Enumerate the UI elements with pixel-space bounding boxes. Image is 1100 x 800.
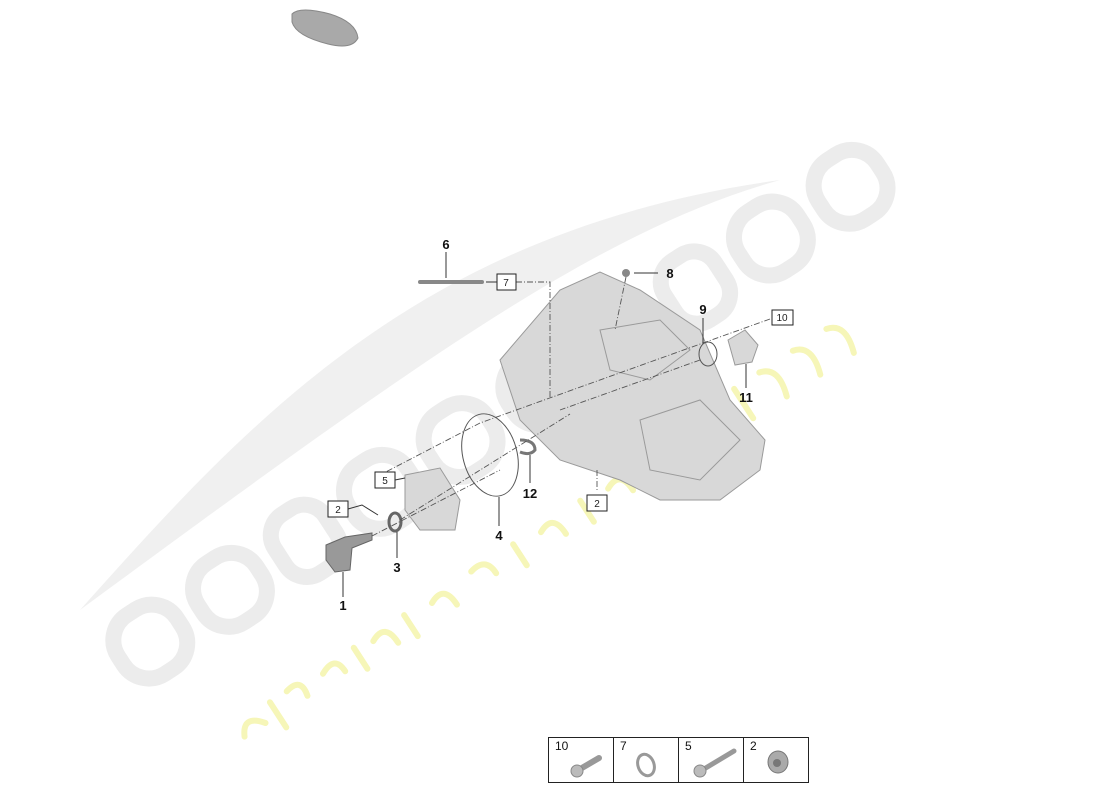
callout-label: 11 <box>739 390 753 405</box>
callout-label: 12 <box>523 486 537 501</box>
torx-bolt-long-icon <box>693 748 737 778</box>
legend-cell-5[interactable]: 5 <box>679 738 744 782</box>
callout-label: 2 <box>335 505 341 516</box>
callout-2-right[interactable]: 2 <box>586 494 608 512</box>
sealing-ring-icon <box>636 752 656 778</box>
part-8-plug <box>622 269 630 277</box>
callout-6[interactable]: 6 <box>442 237 450 278</box>
assembly-lines <box>371 276 771 537</box>
part-3-ring <box>387 511 403 533</box>
fastener-legend-table: 10 7 5 2 <box>548 737 809 783</box>
legend-cell-2[interactable]: 2 <box>744 738 808 782</box>
callout-label: 8 <box>666 266 673 281</box>
part-11-cover <box>727 329 759 366</box>
callout-12[interactable]: 12 <box>523 455 537 501</box>
callout-label: 6 <box>442 237 449 252</box>
callout-label: 5 <box>382 476 388 487</box>
callout-label: 7 <box>503 278 509 289</box>
part-5-cover <box>404 467 461 531</box>
torx-bolt-short-icon <box>570 755 602 778</box>
legend-label: 7 <box>620 739 627 753</box>
callout-8[interactable]: 8 <box>634 266 674 281</box>
legend-label: 10 <box>555 739 569 753</box>
callout-5[interactable]: 5 <box>374 471 406 489</box>
callout-10[interactable]: 10 <box>771 309 794 326</box>
callout-4[interactable]: 4 <box>495 497 503 543</box>
part-9-oring <box>698 341 718 367</box>
legend-cell-7[interactable]: 7 <box>614 738 679 782</box>
callout-label: 1 <box>339 598 346 613</box>
legend-cell-10[interactable]: 10 <box>549 738 614 782</box>
callout-2-left[interactable]: 2 <box>327 500 379 518</box>
plug-screw-icon <box>767 750 789 774</box>
callout-label: 9 <box>699 302 706 317</box>
stone-icon <box>291 9 359 47</box>
part-1-flange <box>325 532 373 573</box>
callout-label: 2 <box>594 499 600 510</box>
callout-11[interactable]: 11 <box>739 364 753 405</box>
callout-3[interactable]: 3 <box>393 532 401 575</box>
callout-1[interactable]: 1 <box>339 572 347 613</box>
part-6-pin <box>418 280 484 284</box>
callout-label: 4 <box>495 528 503 543</box>
watermark <box>80 141 896 740</box>
callout-9[interactable]: 9 <box>699 302 707 343</box>
gearbox-housing <box>499 271 766 501</box>
callout-label: 10 <box>776 313 788 324</box>
callout-label: 3 <box>393 560 400 575</box>
watermark-brand-logo <box>105 141 896 687</box>
legend-label: 5 <box>685 739 692 753</box>
legend-label: 2 <box>750 739 757 753</box>
part-12-clip <box>519 438 537 456</box>
callout-7[interactable]: 7 <box>486 273 517 291</box>
